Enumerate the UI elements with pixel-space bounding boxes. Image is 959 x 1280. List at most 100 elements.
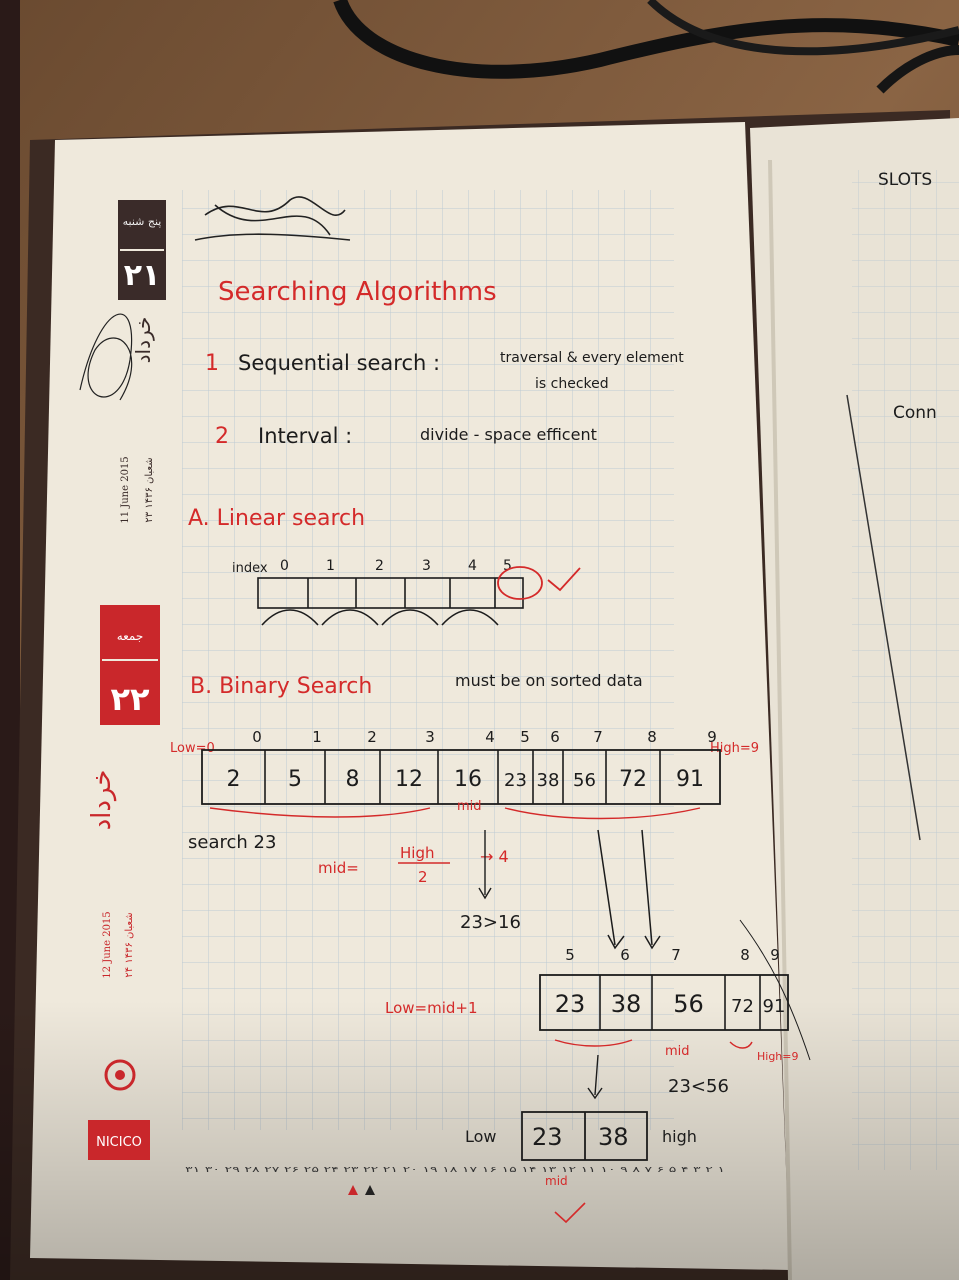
item-1-number: 1: [205, 351, 219, 376]
high-label: High=9: [710, 741, 759, 756]
high9-label: High=9: [757, 1050, 799, 1063]
mid-formula-num: High: [400, 844, 434, 862]
binary-cell-value: 2: [227, 767, 241, 792]
mid-formula-den: 2: [418, 868, 428, 886]
brace: [209, 807, 701, 820]
linear-index: 0: [280, 558, 289, 574]
step2-index: 6: [620, 946, 630, 964]
brand-box: [88, 1120, 150, 1160]
found-circle: [497, 566, 543, 600]
linear-index: 2: [375, 558, 384, 574]
search-label: search 23: [188, 832, 276, 853]
check-mark: [554, 1202, 586, 1224]
linear-index: 5: [503, 558, 512, 574]
shadow: [0, 1000, 959, 1280]
linear-index-label: index: [232, 561, 268, 576]
step2-cell-value: 72: [731, 996, 754, 1017]
laptop-edge: [0, 0, 20, 1280]
binary-index: 1: [312, 728, 322, 746]
nicico-logo: [104, 1059, 136, 1091]
side-date-2-hijri: ۲۴ شعبان ۱۴۳۶: [124, 912, 135, 977]
scribble: [79, 313, 133, 401]
binary-cell-value: 23: [504, 770, 527, 791]
binary-array: [201, 749, 721, 805]
binary-index: 3: [425, 728, 435, 746]
binary-index: 4: [485, 728, 495, 746]
page-title: Searching Algorithms: [218, 277, 497, 307]
mid-label-1: mid: [457, 799, 482, 814]
compare-2: 23<56: [668, 1076, 729, 1097]
step3-mid: mid: [545, 1174, 568, 1188]
right-heading-conn: Conn: [893, 403, 937, 423]
step2-index: 8: [740, 946, 750, 964]
binary-index: 6: [550, 728, 560, 746]
item-1-note-b: is checked: [535, 376, 609, 392]
step3-cell-0: 23: [532, 1123, 563, 1151]
step3-cell-1: 38: [598, 1123, 629, 1151]
linear-index: 4: [468, 558, 477, 574]
step2-cell-value: 56: [673, 990, 704, 1018]
item-1-text: Sequential search :: [238, 351, 440, 375]
section-a-title: A. Linear search: [188, 506, 365, 531]
cable: [333, 0, 959, 79]
binary-cell-value: 56: [573, 770, 596, 791]
compare-1: 23>16: [460, 912, 521, 933]
item-1-note-a: traversal & every element: [500, 350, 684, 366]
day-name-22: جمعه: [117, 629, 144, 643]
mid-label-2: mid: [665, 1044, 690, 1059]
binary-index: 8: [647, 728, 657, 746]
section-b-note: must be on sorted data: [455, 671, 643, 690]
step2-cell-value: 91: [763, 996, 786, 1017]
step3-low: Low: [465, 1127, 497, 1146]
step2-index: 9: [770, 946, 780, 964]
page-marker: [348, 1185, 358, 1195]
binary-cell-value: 5: [288, 767, 302, 792]
binary-index: 0: [252, 728, 262, 746]
side-month-top: خرداد: [131, 317, 155, 364]
item-2-number: 2: [215, 424, 229, 449]
step2-cell-value: 38: [611, 990, 642, 1018]
item-2-text: Interval :: [258, 424, 352, 448]
check-mark: [547, 567, 581, 592]
mid-formula-rhs: → 4: [480, 847, 509, 866]
pencil-line: [846, 394, 921, 841]
scribble: [194, 196, 351, 241]
side-month-bottom: خرداد: [87, 770, 117, 831]
step2-index: 7: [671, 946, 681, 964]
binary-cell-value: 12: [395, 767, 423, 792]
day-number-22: ۲۲: [110, 680, 150, 718]
footer-number-strip: ۳۱ ۳۰ ۲۹ ۲۸ ۲۷ ۲۶ ۲۵ ۲۴ ۲۳ ۲۲ ۲۱ ۲۰ ۱۹ ۱…: [185, 1165, 725, 1174]
binary-index: 2: [367, 728, 377, 746]
step2-cell-value: 23: [555, 990, 586, 1018]
right-heading-slots: SLOTS: [878, 170, 932, 190]
brace: [554, 1039, 753, 1049]
side-date-1-gregorian: 11 June 2015: [120, 456, 131, 523]
binary-index: 9: [707, 728, 717, 746]
linear-index: 1: [326, 558, 335, 574]
cable: [876, 45, 959, 94]
item-2-note: divide - space efficent: [420, 425, 597, 444]
low-label: Low=0: [170, 741, 215, 756]
binary-index: 5: [520, 728, 530, 746]
brand-label: NICICO: [96, 1135, 142, 1150]
section-b-title: B. Binary Search: [190, 674, 372, 699]
binary-cell-value: 91: [676, 767, 704, 792]
linear-index: 3: [422, 558, 431, 574]
mid-formula-lhs: mid=: [318, 859, 359, 877]
day-name-21: پنج شنبه: [123, 215, 162, 228]
step3-high: high: [662, 1127, 697, 1146]
side-date-1-hijri: ۲۳ شعبان ۱۴۳۶: [144, 457, 155, 522]
binary-cell-value: 72: [619, 767, 647, 792]
low-mid-label: Low=mid+1: [385, 999, 478, 1017]
binary-index: 7: [593, 728, 603, 746]
binary-cell-value: 8: [346, 767, 360, 792]
day-number-21: ۲۱: [124, 258, 161, 293]
step3-array: [521, 1111, 648, 1161]
linear-array: [257, 577, 524, 626]
side-date-2-gregorian: 12 June 2015: [102, 911, 113, 978]
binary-cell-value: 38: [537, 770, 560, 791]
binary-cell-value: 16: [454, 767, 482, 792]
grid-area: [182, 190, 674, 1130]
page-marker: [365, 1185, 375, 1195]
